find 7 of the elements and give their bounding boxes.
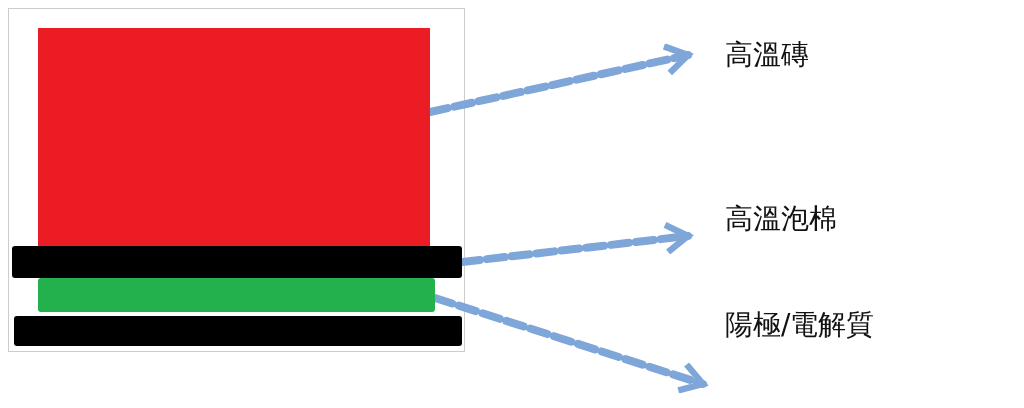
layer-label: 高溫磚: [725, 36, 809, 74]
layer-bar: [12, 246, 462, 278]
layer-bar: [14, 316, 462, 346]
top-layer-block: [38, 28, 430, 248]
layer-bar: [38, 278, 435, 312]
layer-label: 陽極/電解質: [725, 306, 875, 344]
layer-label: 高溫泡棉: [725, 200, 837, 238]
